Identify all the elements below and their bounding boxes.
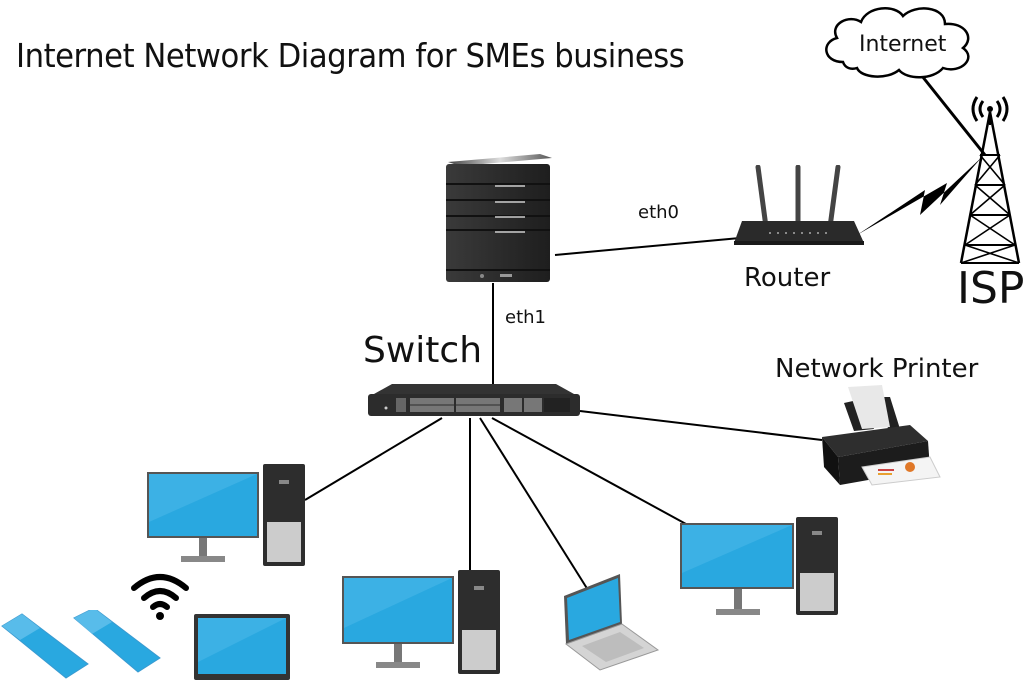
desktop-computer-icon [680,517,838,615]
router-icon [734,164,864,247]
smartphone-icon [1,607,161,679]
desktop-computer-icon [147,464,305,566]
smartphones-node[interactable] [0,607,165,684]
switch-node[interactable] [366,382,582,418]
tablet-icon [194,614,290,680]
printer-node[interactable] [818,385,948,495]
link-label-eth0: eth0 [638,202,679,223]
link-internet-isp [920,75,987,156]
desktop-center-node[interactable] [340,568,510,678]
server-node[interactable] [440,150,555,285]
desktop-computer-icon [342,570,500,674]
wifi-signal [128,568,192,624]
link-switch-laptop [479,417,589,591]
wifi-icon [131,574,189,620]
desktop-left-node[interactable] [145,462,315,572]
desktop-right-node[interactable] [680,515,850,625]
cloud-icon [825,7,970,79]
tablet-node[interactable] [192,612,292,682]
isp-label: ISP [957,263,1024,314]
printer-icon [822,385,941,486]
cell-tower-icon [959,96,1021,264]
printer-label: Network Printer [775,354,979,384]
switch-label: Switch [363,330,483,371]
laptop-icon [564,574,660,671]
internet-label: Internet [859,32,947,57]
internet-node[interactable]: Internet [815,2,985,82]
network-switch-icon [368,384,580,416]
diagram-title: Internet Network Diagram for SMEs busine… [16,36,685,75]
isp-node[interactable]: ISP [955,85,1024,315]
laptop-node[interactable] [560,572,660,672]
link-switch-printer [579,410,823,441]
router-label: Router [744,263,831,293]
router-node[interactable]: Router [730,164,870,295]
link-label-eth1: eth1 [505,307,546,328]
server-icon [446,154,552,282]
link-switch-desktop-right [491,417,687,525]
link-server-router [554,237,741,256]
link-switch-desktop-left [304,417,443,501]
wireless-link-bolt [857,157,982,235]
